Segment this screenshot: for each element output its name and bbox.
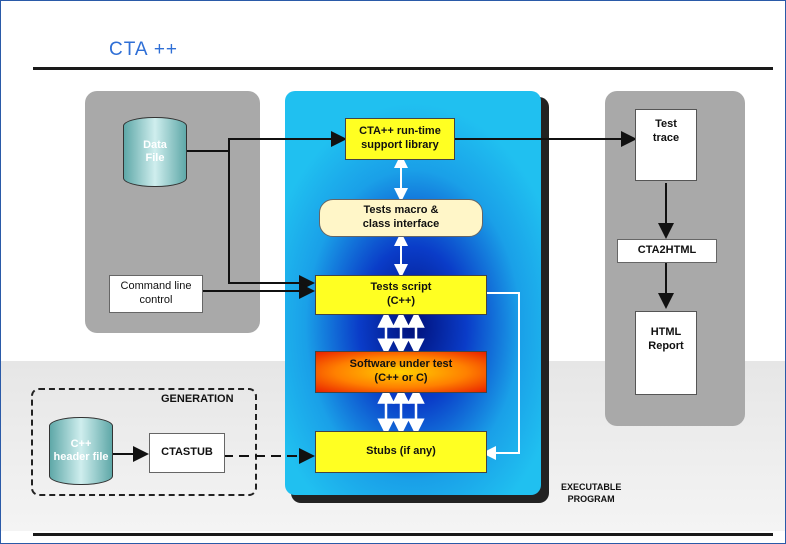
- command-line-box: Command line control: [109, 275, 203, 313]
- arrow-script-stubs-loop: [482, 292, 520, 460]
- command-line-label: Command line control: [120, 280, 192, 306]
- runtime-library-label: CTA++ run-time support library: [359, 125, 441, 151]
- cta2html-box: CTA2HTML: [617, 239, 717, 263]
- arrow-datafile-runtime: [187, 131, 347, 152]
- bottom-rule: [33, 533, 773, 536]
- executable-program-label: EXECUTABLE PROGRAM: [561, 482, 622, 504]
- arrow-datafile-script: [228, 151, 315, 291]
- diagram-title: CTA ++: [109, 39, 179, 60]
- html-report-label: HTML Report: [648, 326, 684, 352]
- top-rule: [33, 67, 773, 70]
- test-trace-label: Test trace: [652, 118, 680, 144]
- data-file-label: Data File: [143, 138, 167, 164]
- macro-interface-box: Tests macro & class interface: [319, 199, 483, 237]
- html-report-document: HTML Report: [635, 311, 697, 395]
- test-script-box: Tests script (C++): [315, 275, 487, 315]
- software-under-test-box: Software under test (C++ or C): [315, 351, 487, 393]
- data-file-cylinder: Data File: [123, 117, 187, 187]
- cpp-header-label: C++ header file: [53, 437, 109, 463]
- software-under-test-label: Software under test (C++ or C): [349, 358, 453, 384]
- test-script-label: Tests script (C++): [370, 281, 432, 307]
- ctastub-box: CTASTUB: [149, 433, 225, 473]
- generation-group: [31, 388, 257, 496]
- cta2html-label: CTA2HTML: [637, 244, 697, 257]
- macro-interface-label: Tests macro & class interface: [362, 204, 440, 230]
- stubs-box: Stubs (if any): [315, 431, 487, 473]
- generation-label: GENERATION: [161, 393, 234, 405]
- runtime-library-box: CTA++ run-time support library: [345, 118, 455, 160]
- ctastub-label: CTASTUB: [161, 446, 213, 459]
- test-trace-document: Test trace: [635, 109, 697, 181]
- cpp-header-cylinder: C++ header file: [49, 417, 113, 485]
- stubs-label: Stubs (if any): [366, 445, 436, 458]
